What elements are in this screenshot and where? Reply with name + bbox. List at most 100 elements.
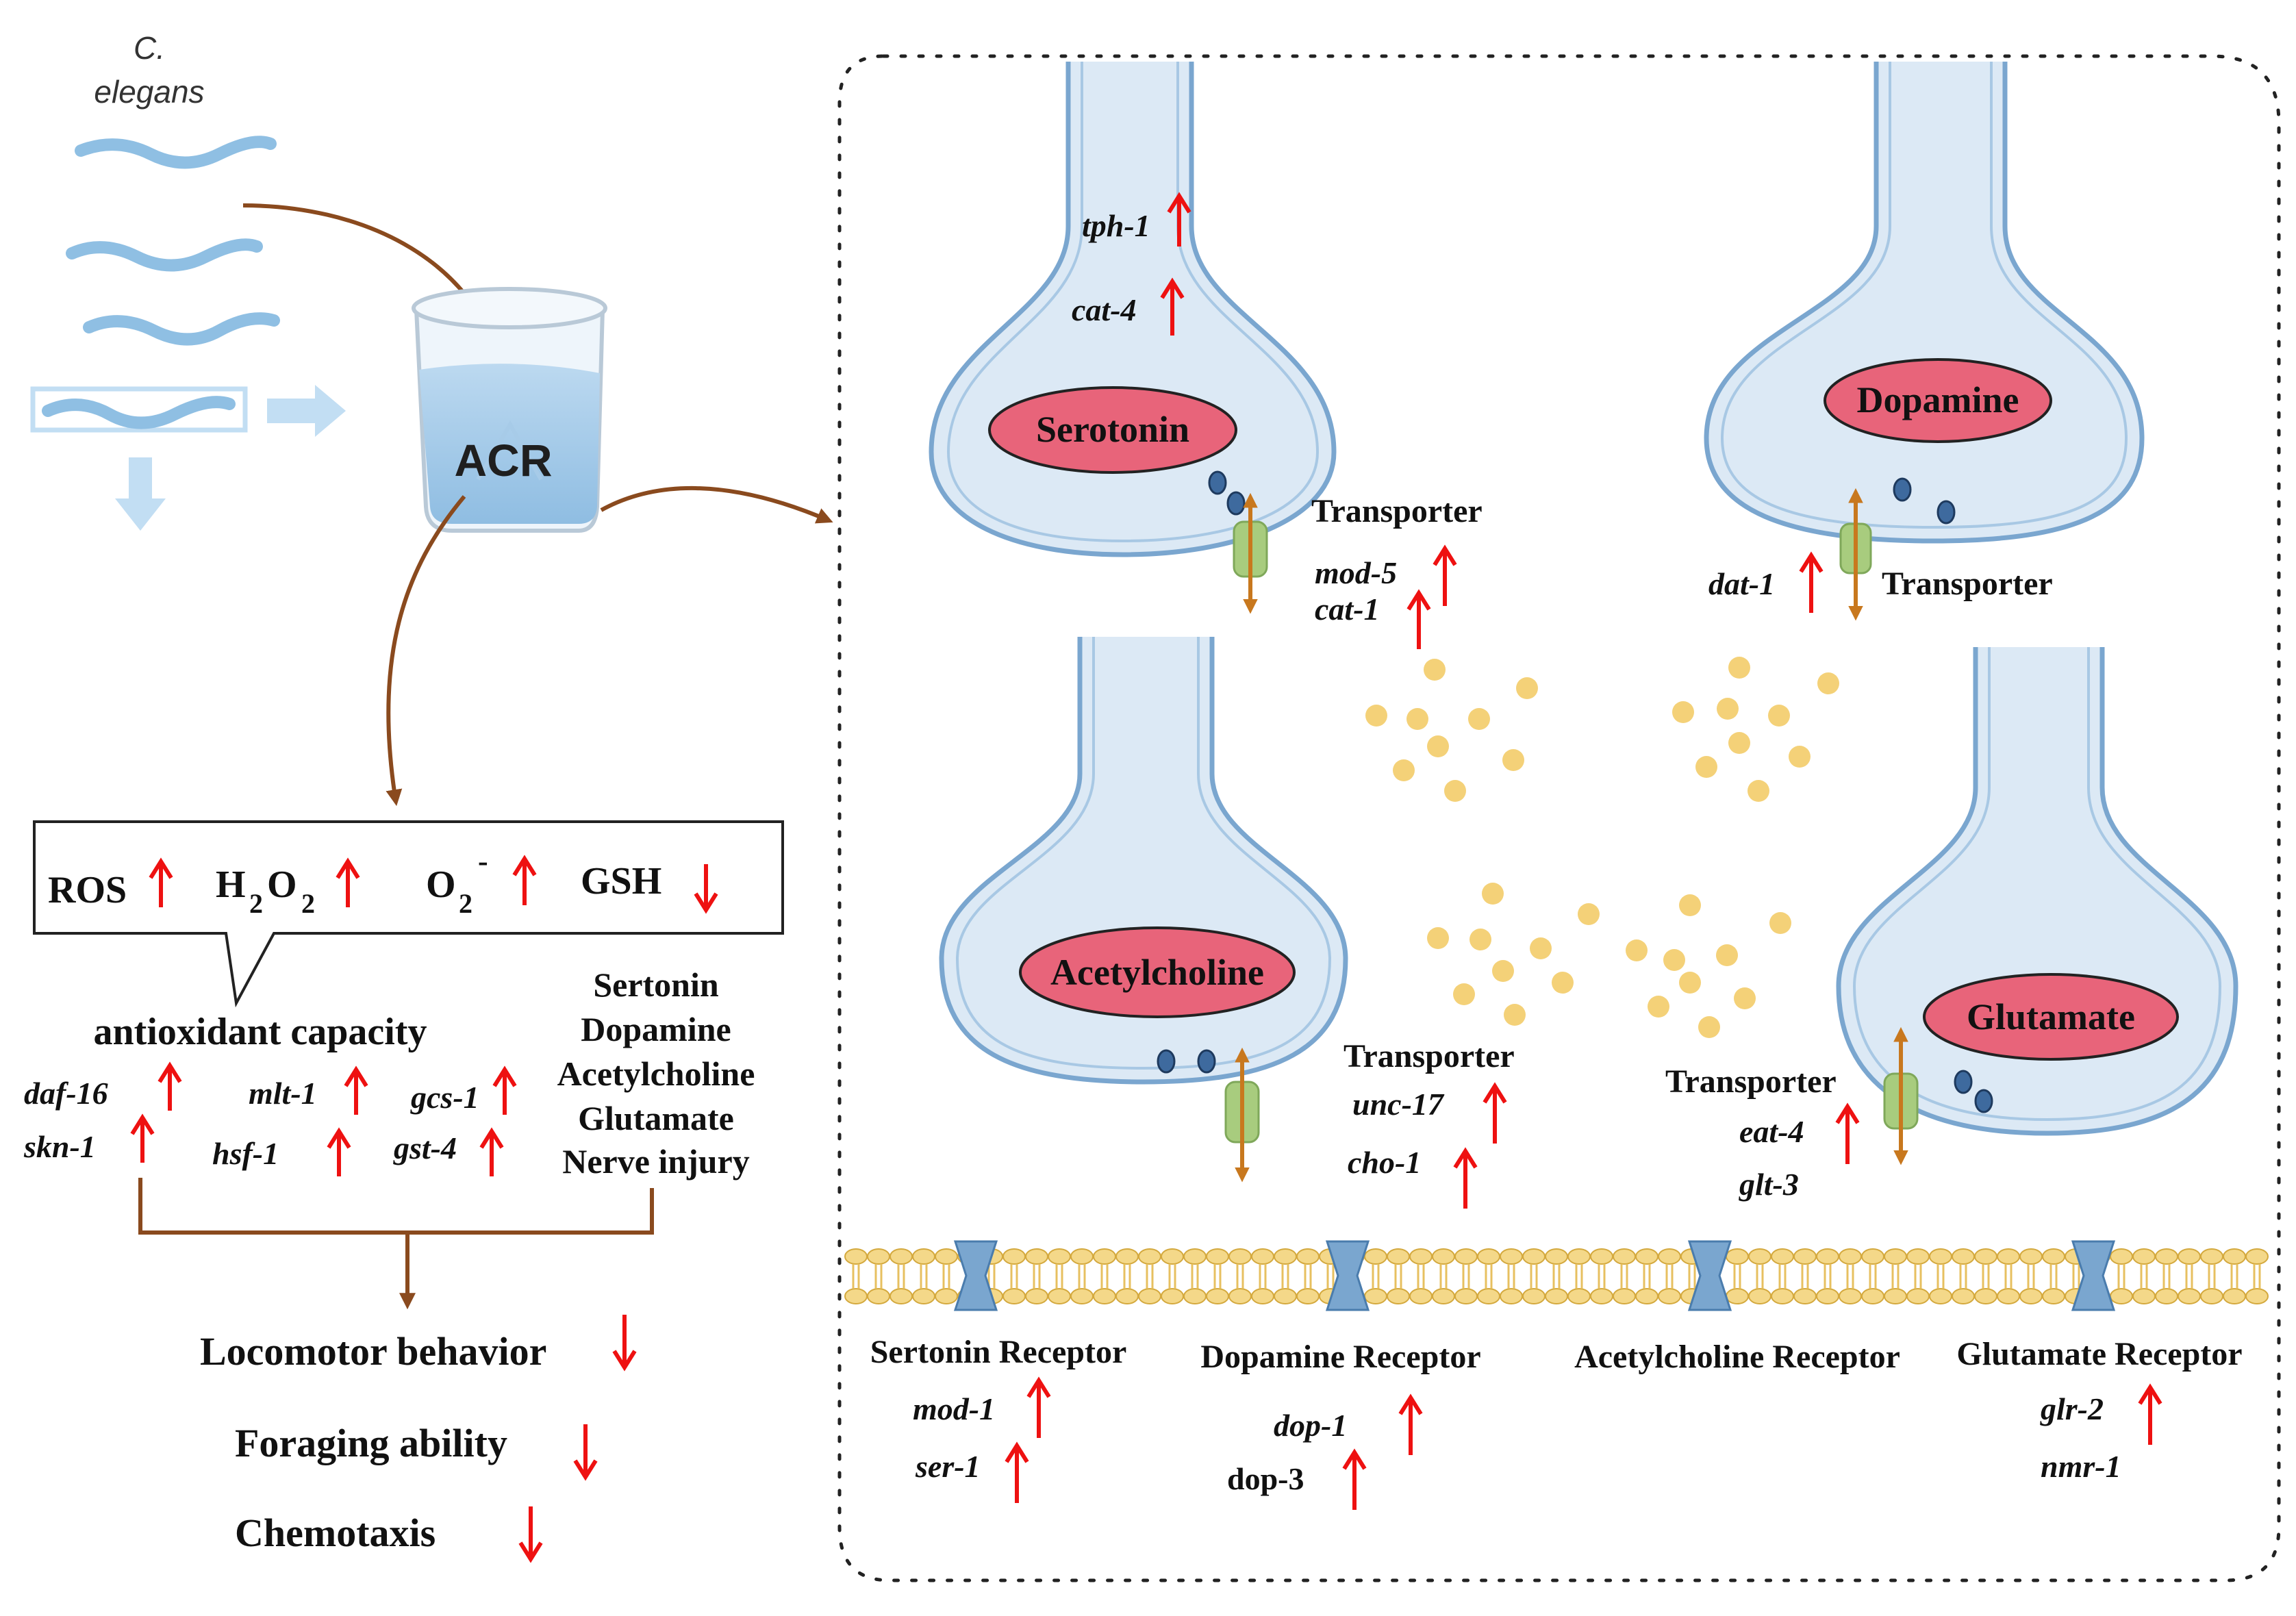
gene-mod-1: mod-1 [913, 1391, 995, 1426]
neuro-dopamine: Dopamine [581, 1010, 731, 1048]
vesicle [1427, 927, 1449, 949]
vesicle [1695, 756, 1717, 778]
beaker-icon [412, 287, 607, 533]
arrow-right-faint-icon [267, 385, 346, 437]
gene-dop-3: dop-3 [1227, 1461, 1304, 1496]
vesicle [1698, 1016, 1720, 1038]
dopamine-label-ellipse [1824, 358, 2052, 443]
outcome-locomotor: Locomotor behavior [200, 1329, 546, 1374]
dopamine-transporter-label: Transporter [1882, 566, 2053, 602]
worm-icons [30, 136, 346, 531]
arrow-beaker-to-oxidative [386, 495, 466, 807]
neuro-glutamate: Glutamate [578, 1099, 734, 1137]
gene-cat-1: cat-1 [1315, 592, 1380, 627]
vesicle [1768, 705, 1790, 727]
ros-up-arrow [149, 857, 173, 907]
acetylcholine-label-ellipse [1019, 926, 1296, 1018]
postsynaptic-membrane [844, 1248, 2269, 1304]
receptor-up-arrows [1005, 1376, 2162, 1510]
vesicle [1469, 929, 1491, 950]
acetylcholine-label: Acetylcholine [1050, 952, 1264, 993]
gene-ser-1: ser-1 [915, 1449, 981, 1484]
gsh-label: GSH [581, 860, 661, 902]
receptor-serotonin-label: Sertonin Receptor [870, 1334, 1127, 1370]
gene-nmr-1: nmr-1 [2041, 1449, 2121, 1484]
gene-unc-17: unc-17 [1352, 1087, 1445, 1122]
vesicle [1663, 949, 1685, 971]
h2o2-sub1: 2 [249, 888, 263, 919]
receptor-glutamate-label: Glutamate Receptor [1956, 1336, 2242, 1372]
gene-mlt-1: mlt-1 [249, 1076, 317, 1111]
h2o2-up-arrow [336, 857, 360, 907]
vesicle [1716, 944, 1738, 966]
vesicle [1516, 677, 1538, 699]
glutamate-label: Glutamate [1967, 996, 2135, 1037]
bracket-line [138, 1178, 654, 1235]
h2o2-o: O [267, 863, 297, 906]
antioxidant-up-arrows [130, 1061, 517, 1176]
o2-superscript: - [478, 844, 488, 878]
serotonin-transporter-label: Transporter [1311, 493, 1483, 529]
gene-mod-5: mod-5 [1315, 555, 1397, 590]
vesicle [1468, 708, 1490, 730]
vesicle [1424, 659, 1446, 681]
vesicle [1734, 987, 1756, 1009]
arrow-down-faint-icon [115, 457, 166, 531]
outcome-down-arrows [518, 1315, 637, 1563]
vesicle [1492, 960, 1514, 982]
receptor-dopamine-label: Dopamine Receptor [1200, 1339, 1480, 1375]
vesicle [1427, 735, 1449, 757]
arrow-beaker-to-panel [600, 485, 833, 524]
outcome-foraging: Foraging ability [235, 1421, 507, 1465]
glutamate-transporter-label: Transporter [1665, 1063, 1837, 1100]
gene-cho-1: cho-1 [1348, 1145, 1421, 1180]
worm-label-line1: C. [134, 30, 165, 66]
serotonin-label-ellipse [988, 386, 1237, 474]
worm-label-line2: elegans [94, 74, 204, 110]
vesicle [1717, 698, 1739, 720]
vesicle [1406, 708, 1428, 730]
o2-up-arrow [512, 855, 537, 905]
vesicle [1365, 705, 1387, 727]
synapse-panel-border [837, 54, 2281, 1582]
gene-daf-16: daf-16 [24, 1076, 108, 1111]
gsh-down-arrow [694, 864, 718, 914]
neuro-sertonin: Sertonin [593, 965, 719, 1004]
vesicle [1728, 732, 1750, 754]
o2-o: O [426, 863, 456, 906]
h2o2-sub2: 2 [301, 888, 315, 919]
vesicle [1502, 749, 1524, 771]
ros-label: ROS [48, 869, 127, 911]
vesicle [1679, 894, 1701, 916]
vesicle [1817, 672, 1839, 694]
gene-cat-4: cat-4 [1072, 292, 1137, 327]
vesicle [1482, 883, 1504, 905]
oxidative-stress-box [33, 820, 784, 1008]
vesicle [1578, 903, 1600, 925]
neuro-nerve-injury: Nerve injury [562, 1142, 750, 1181]
vesicle [1504, 1004, 1526, 1026]
beaker-label: ACR [455, 435, 553, 485]
gene-gcs-1: gcs-1 [410, 1080, 479, 1115]
vesicle [1453, 983, 1475, 1005]
vesicle [1728, 657, 1750, 679]
worm-selection-box [30, 386, 248, 433]
o2-sub: 2 [459, 888, 472, 919]
h2o2-h: H [216, 863, 246, 906]
gene-hsf-1: hsf-1 [212, 1136, 279, 1171]
vesicle [1789, 746, 1811, 768]
vesicle [1393, 759, 1415, 781]
vesicle [1748, 780, 1769, 802]
vesicle [1672, 701, 1694, 723]
neurotransmitter-vesicles [1365, 657, 1839, 1038]
vesicle [1626, 939, 1648, 961]
vesicle [1552, 972, 1574, 994]
antioxidant-title: antioxidant capacity [94, 1011, 427, 1053]
gene-glr-2: glr-2 [2040, 1391, 2104, 1426]
vesicle [1444, 780, 1466, 802]
vesicle [1530, 937, 1552, 959]
gene-eat-4: eat-4 [1739, 1114, 1804, 1149]
gene-glt-3: glt-3 [1739, 1167, 1799, 1202]
